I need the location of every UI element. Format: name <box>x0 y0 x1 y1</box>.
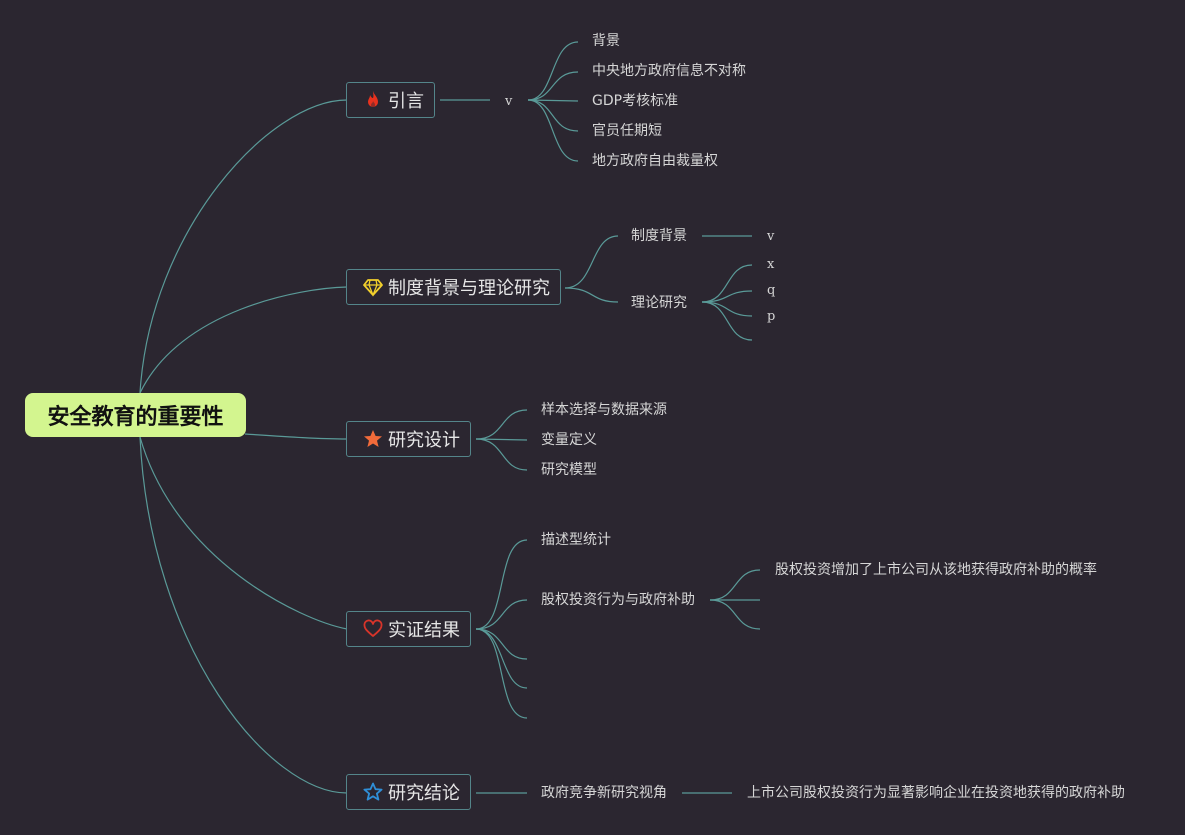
link-b0-c0-g4 <box>527 99 579 162</box>
subtopic[interactable]: 研究模型 <box>541 462 597 478</box>
diamond-icon <box>363 277 383 297</box>
subtopic[interactable]: 政府竞争新研究视角 <box>541 785 667 801</box>
flame-icon <box>363 90 383 110</box>
branch-topic-label: 研究结论 <box>388 783 460 804</box>
subtopic[interactable]: p <box>767 309 776 324</box>
link-b0-c0-g2 <box>527 99 579 102</box>
link-b3-c1-g2 <box>709 599 761 630</box>
link-b2-c1 <box>475 438 528 441</box>
subtopic[interactable]: GDP考核标准 <box>592 93 679 109</box>
subtopic[interactable]: 背景 <box>592 33 620 49</box>
subtopic[interactable]: 上市公司股权投资行为显著影响企业在投资地获得的政府补助 <box>747 785 1125 801</box>
subtopic[interactable]: 理论研究 <box>631 295 687 311</box>
star-outline-icon <box>363 782 383 802</box>
branch-topic-label: 研究设计 <box>388 430 460 451</box>
link-b1-c1-g3 <box>701 301 753 341</box>
subtopic[interactable]: x <box>767 257 775 272</box>
link-b3-c1-g0 <box>709 569 761 601</box>
link-b2-c0 <box>475 409 528 440</box>
branch-topic-label: 制度背景与理论研究 <box>388 278 550 299</box>
root-topic[interactable]: 安全教育的重要性 <box>25 393 246 437</box>
subtopic[interactable]: v <box>767 229 775 244</box>
branch-topic-empirical-results[interactable]: 实证结果 <box>346 611 471 647</box>
subtopic[interactable]: 制度背景 <box>631 228 687 244</box>
branch-topic-institutional-background[interactable]: 制度背景与理论研究 <box>346 269 561 305</box>
branch-topic-label: 实证结果 <box>388 620 460 641</box>
link-root-b2 <box>244 433 348 440</box>
branch-topic-research-design[interactable]: 研究设计 <box>346 421 471 457</box>
subtopic[interactable]: 变量定义 <box>541 432 597 448</box>
link-b3-c2 <box>475 628 528 660</box>
link-b1-c1-g0 <box>701 264 753 303</box>
link-b2-c2 <box>475 438 528 471</box>
branch-topic-intro[interactable]: 引言 <box>346 82 435 118</box>
root-topic-label: 安全教育的重要性 <box>47 405 224 430</box>
subtopic[interactable]: 中央地方政府信息不对称 <box>592 63 746 79</box>
link-b1-c1 <box>564 287 619 303</box>
link-root-b1 <box>139 286 348 394</box>
link-b1-c0 <box>564 235 619 289</box>
link-b3-c1 <box>475 599 528 630</box>
link-b3-c0 <box>475 539 528 630</box>
star-filled-icon <box>363 429 383 449</box>
subtopic[interactable]: 股权投资行为与政府补助 <box>541 592 695 608</box>
link-b1-c1-g2 <box>701 301 753 317</box>
link-root-b3 <box>139 436 348 630</box>
link-b3-c4 <box>475 628 528 719</box>
subtopic[interactable]: 描述型统计 <box>541 532 611 548</box>
subtopic[interactable]: 地方政府自由裁量权 <box>592 153 718 169</box>
subtopic[interactable]: 官员任期短 <box>592 123 662 139</box>
branch-topic-label: 引言 <box>388 91 424 112</box>
link-root-b4 <box>139 436 348 794</box>
subtopic[interactable]: q <box>767 283 776 298</box>
link-b0-c0-g1 <box>527 71 579 101</box>
link-b1-c1-g1 <box>701 290 753 303</box>
subtopic[interactable]: 股权投资增加了上市公司从该地获得政府补助的概率 <box>775 562 1097 578</box>
subtopic[interactable]: v <box>505 94 513 109</box>
subtopic[interactable]: 样本选择与数据来源 <box>541 402 667 418</box>
branch-topic-conclusion[interactable]: 研究结论 <box>346 774 471 810</box>
link-root-b0 <box>139 99 348 394</box>
link-b0-c0-g0 <box>527 41 579 101</box>
link-b0-c0-g3 <box>527 99 579 132</box>
heart-icon <box>363 619 383 639</box>
